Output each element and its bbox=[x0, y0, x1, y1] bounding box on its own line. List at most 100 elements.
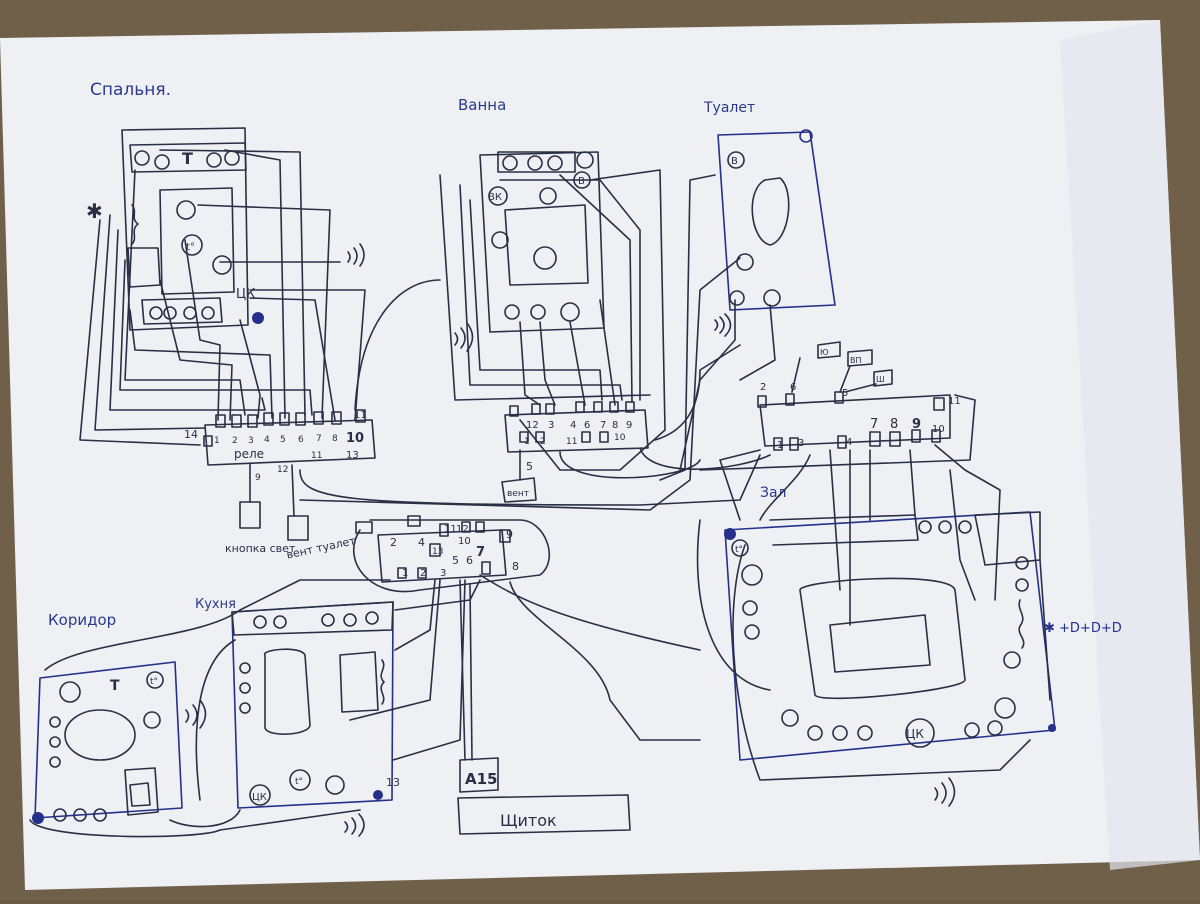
bedroom-relay-pin: 6 bbox=[298, 435, 304, 445]
bedroom-plan bbox=[79, 127, 366, 446]
hall-relay-pin: 8 bbox=[890, 417, 898, 432]
bath-symbols: В ВК bbox=[454, 151, 594, 352]
paper-sheet bbox=[0, 20, 1200, 890]
bedroom-relay-pin: 11 bbox=[311, 451, 322, 461]
bath-relay-pin: 7 bbox=[600, 420, 606, 431]
hall-relay-pin: 4 bbox=[846, 437, 852, 448]
bath-relay-pin: 12 bbox=[526, 420, 539, 431]
hall-relay-pin: 1 bbox=[777, 440, 783, 451]
hall-relay: 2 6 5 11 1 3 4 7 8 9 10 Ю ВП Ш bbox=[757, 341, 961, 451]
toilet-symbols: В bbox=[714, 129, 813, 337]
bedroom-relay-pin: 1 bbox=[214, 436, 220, 446]
bedroom-relay-pin: 10 bbox=[346, 431, 364, 446]
hall-note: ✱ +D+D+D bbox=[1044, 621, 1122, 636]
kitchen-relay-pin: 2 bbox=[390, 536, 397, 549]
corridor-temp-label: t° bbox=[150, 677, 158, 687]
bedroom-relay-pin: 8 bbox=[332, 434, 338, 444]
bedroom-relay-pin: 4 bbox=[264, 435, 270, 445]
button-light-label: кнопка свет bbox=[225, 542, 296, 555]
hall-tag-2: ВП bbox=[850, 356, 862, 365]
hall-relay-pin: 3 bbox=[798, 438, 804, 449]
hall-tag-1: Ю bbox=[820, 348, 829, 357]
bedroom-relay-pin: 7 bbox=[316, 434, 322, 444]
bath-relay-pin: 5 bbox=[526, 460, 533, 473]
kitchen-relay-pin: 3 bbox=[440, 568, 446, 579]
bath-relay: 12 3 4 6 7 8 9 1 2 11 10 5 вент bbox=[501, 401, 649, 503]
hall-relay-pin: 11 bbox=[948, 396, 961, 407]
kitchen-relay-pin: 10 bbox=[458, 536, 471, 547]
kitchen-relay-pin: 1 bbox=[402, 568, 408, 579]
hall-relay-pin: 10 bbox=[932, 424, 945, 435]
bath-fan-box bbox=[501, 477, 537, 503]
panel-label: Щиток bbox=[500, 811, 557, 830]
kitchen-relay-pin: 5 bbox=[452, 554, 459, 567]
toilet-wifi-icon bbox=[714, 313, 732, 337]
kitchen-relay-pin: 6 bbox=[466, 554, 473, 567]
breaker-label: А15 bbox=[465, 770, 497, 788]
bath-relay-pin: 9 bbox=[626, 420, 632, 431]
toilet-b-label: В bbox=[731, 156, 738, 167]
hall-temp-label: t° bbox=[735, 545, 743, 555]
bath-relay-pin: 8 bbox=[612, 420, 618, 431]
bath-relay-pin: 4 bbox=[570, 420, 576, 431]
bedroom-thermostat-label: T bbox=[182, 149, 193, 168]
hall-plan bbox=[696, 394, 1056, 781]
hall-ck-label: ЦК bbox=[906, 727, 924, 741]
kitchen-relay-pin: 12 bbox=[456, 524, 469, 535]
hall-relay-pin: 9 bbox=[912, 417, 921, 432]
bath-relay-pin: 1 bbox=[524, 437, 530, 447]
bedroom-star: ✱ bbox=[86, 199, 103, 223]
hall-wifi-icon bbox=[934, 777, 956, 807]
bath-relay-pin: 10 bbox=[614, 433, 626, 443]
bedroom-temp-label: t° bbox=[186, 242, 195, 253]
kitchen-temp-label: t° bbox=[295, 777, 303, 787]
kitchen-relay-pin: 13 bbox=[432, 547, 443, 557]
room-label-kitchen: Кухня bbox=[195, 597, 236, 612]
kitchen-relay-pin: 8 bbox=[512, 560, 519, 573]
kitchen-pin-13: 13 bbox=[386, 776, 400, 789]
kitchen-wifi-icon bbox=[344, 813, 365, 837]
bath-b-label: В bbox=[578, 176, 585, 187]
bath-relay-pin: 2 bbox=[540, 437, 546, 447]
bedroom-relay-pin: 12 bbox=[277, 465, 288, 475]
corridor-wifi-icon bbox=[185, 699, 207, 729]
room-label-corridor: Коридор bbox=[48, 611, 116, 629]
bath-relay-pin: 6 bbox=[584, 420, 590, 431]
bath-fan-label: вент bbox=[507, 489, 529, 499]
kitchen-relay-pin: 9 bbox=[506, 528, 513, 541]
hall-relay-pin: 7 bbox=[870, 417, 878, 432]
room-label-bedroom: Спальня. bbox=[90, 80, 171, 100]
bath-wifi-icon bbox=[454, 322, 474, 352]
kitchen-plan: ЦК t° 13 bbox=[195, 579, 481, 837]
bedroom-ck-label: ЦК bbox=[236, 287, 255, 302]
bedroom-wifi-icon bbox=[347, 243, 365, 267]
hall-symbols: t° ЦК ✱ +D+D+D bbox=[724, 520, 1122, 807]
bedroom-relay-pin: 3 bbox=[248, 436, 254, 446]
kitchen-relay: 2 4 13 10 11 12 9 1 2 3 5 6 7 8 bbox=[353, 515, 551, 593]
bath-vk-label: ВК bbox=[488, 192, 502, 203]
corridor-thermostat-label: T bbox=[110, 678, 120, 694]
bedroom-relay-pin: 11 bbox=[354, 410, 367, 421]
kitchen-relay-pin: 4 bbox=[418, 536, 425, 549]
bedroom-relay-pin: 14 bbox=[184, 428, 198, 441]
kitchen-relay-pin: 2 bbox=[420, 568, 426, 579]
room-label-toilet: Туалет bbox=[703, 100, 755, 116]
paper-shadow bbox=[1060, 20, 1200, 870]
bedroom-relay-pin: 2 bbox=[232, 436, 238, 446]
bedroom-relay-pin: 13 bbox=[346, 450, 359, 461]
hall-relay-pin: 5 bbox=[842, 388, 848, 399]
kitchen-relay-pin: 11 bbox=[444, 524, 457, 535]
bedroom-symbols: T ЦК t° ✱ bbox=[86, 149, 365, 324]
kitchen-relay-pin: 7 bbox=[476, 545, 485, 560]
bedroom-relay-pin: 5 bbox=[280, 435, 286, 445]
room-label-bath: Ванна bbox=[458, 96, 506, 114]
electrical-panel: А15 Щиток bbox=[457, 584, 631, 835]
bedroom-relay-pin: 9 bbox=[255, 473, 261, 483]
bedroom-relay-label: реле bbox=[234, 447, 264, 461]
kitchen-ck-label: ЦК bbox=[252, 792, 267, 803]
bath-plan bbox=[354, 151, 666, 471]
room-label-hall: Зал bbox=[760, 485, 787, 501]
connecting-wires bbox=[299, 344, 976, 741]
